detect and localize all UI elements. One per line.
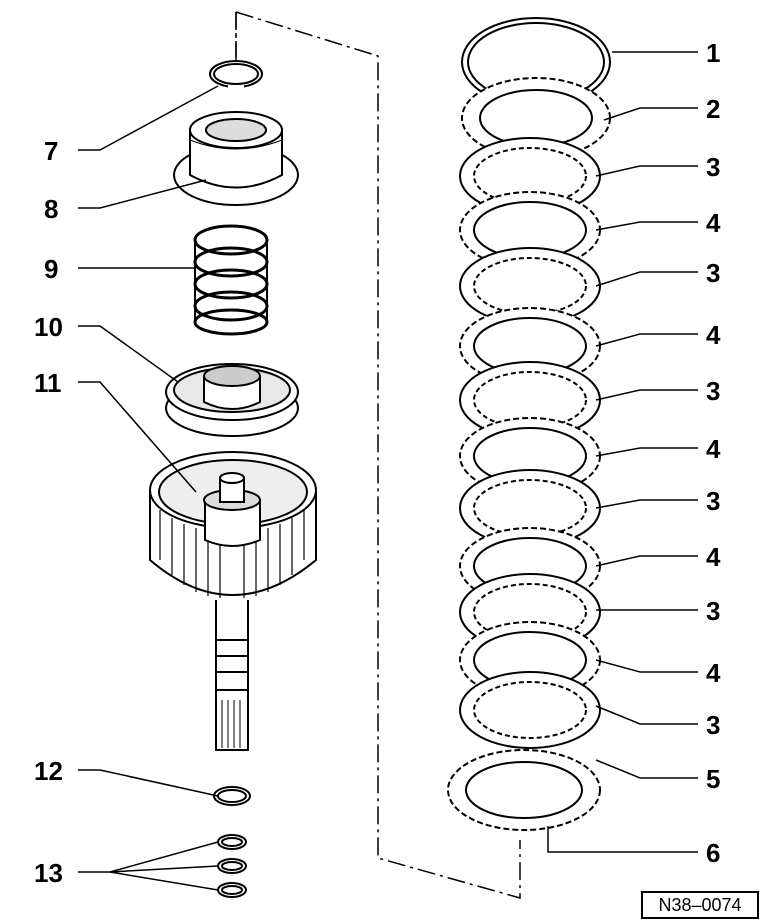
callout-3: 3 — [706, 596, 720, 626]
callout-13: 13 — [34, 858, 63, 888]
callout-4: 4 — [706, 658, 721, 688]
callout-10: 10 — [34, 312, 63, 342]
part-3-friction-plate — [459, 469, 601, 547]
part-3-friction-plate — [459, 361, 601, 439]
callout-4: 4 — [706, 320, 721, 350]
callout-3: 3 — [706, 376, 720, 406]
callout-4: 4 — [706, 542, 721, 572]
part-10-piston — [165, 363, 299, 437]
part-12-snap-ring — [213, 786, 251, 806]
part-13-o-rings — [217, 834, 247, 898]
part-3-friction-plate — [459, 247, 601, 325]
callout-2: 2 — [706, 94, 720, 124]
callout-8: 8 — [44, 194, 58, 224]
callout-3: 3 — [706, 710, 720, 740]
callout-1: 1 — [706, 38, 720, 68]
callout-3: 3 — [706, 258, 720, 288]
callout-3: 3 — [706, 486, 720, 516]
callout-5: 5 — [706, 764, 720, 794]
callout-11: 11 — [34, 368, 62, 398]
callout-9: 9 — [44, 254, 58, 284]
clutch-plate-stack — [459, 137, 601, 749]
callout-12: 12 — [34, 756, 63, 786]
part-11-clutch-drum — [149, 451, 317, 751]
part-2-pressure-plate — [461, 77, 611, 159]
part-4-steel-plate — [459, 307, 601, 385]
callout-3: 3 — [706, 152, 720, 182]
callout-leaders — [78, 51, 698, 891]
part-3-friction-plate — [459, 671, 601, 749]
part-6-end-plate — [447, 749, 601, 831]
callout-7: 7 — [44, 136, 58, 166]
part-9-coil-spring — [193, 224, 269, 336]
callout-6: 6 — [706, 838, 720, 868]
callout-4: 4 — [706, 208, 721, 238]
assembly-alignment-path — [235, 11, 521, 899]
part-8-spring-retainer — [173, 111, 299, 206]
part-7-snap-ring — [209, 60, 263, 89]
figure-reference-label: N38–0074 — [641, 891, 759, 919]
callout-4: 4 — [706, 434, 721, 464]
